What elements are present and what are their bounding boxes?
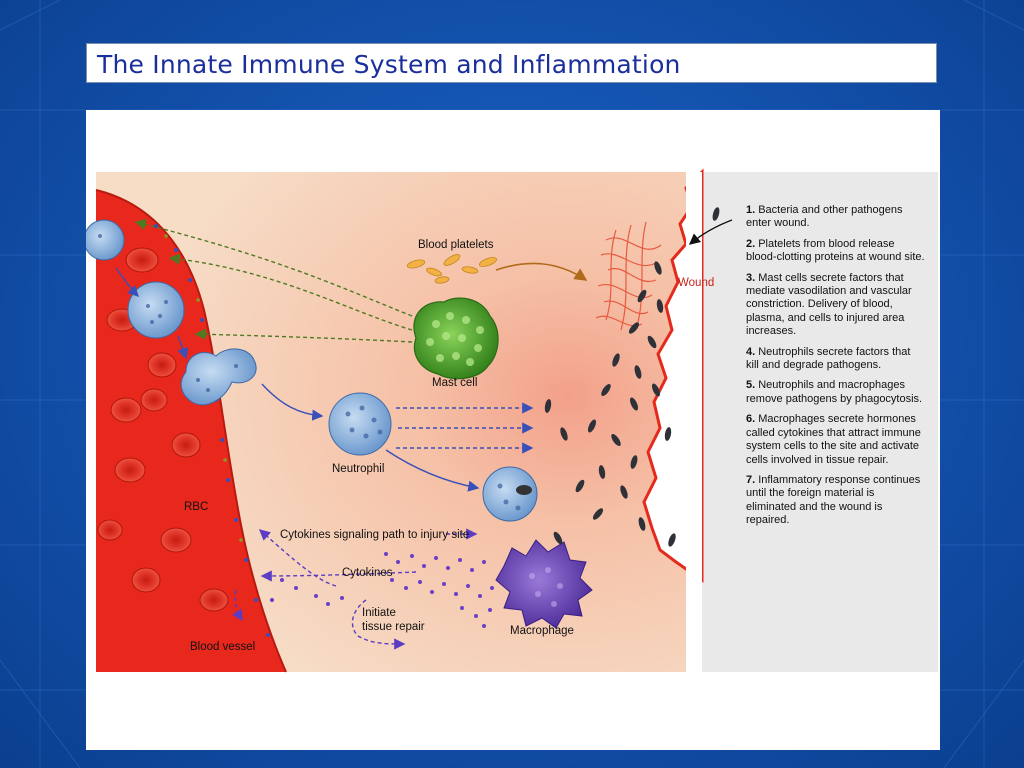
- label-rbc: RBC: [184, 501, 208, 513]
- red-blood-cells: [97, 247, 229, 612]
- step-text: Mast cells secrete factors that mediate …: [746, 271, 912, 338]
- mast-cell-signal-arrows: [134, 218, 413, 343]
- step-text: Platelets from blood release blood-clott…: [746, 237, 925, 264]
- label-mast-cell: Mast cell: [432, 377, 477, 389]
- step-text: Neutrophils and macrophages remove patho…: [746, 379, 923, 405]
- step-item: 3.Mast cells secrete factors that mediat…: [746, 272, 926, 339]
- label-cytokines: Cytokines: [342, 567, 393, 579]
- bacteria: [544, 207, 720, 547]
- migration-arrows: [115, 267, 480, 492]
- neutrophil-secretion-arrows: [396, 402, 534, 454]
- macrophage-cell: [495, 539, 593, 629]
- label-blood-vessel: Blood vessel: [190, 641, 255, 653]
- step-item: 1.Bacteria and other pathogens enter wou…: [746, 204, 926, 231]
- step-number: 3.: [746, 271, 756, 284]
- slide-title-box: The Innate Immune System and Inflammatio…: [86, 43, 937, 83]
- step-number: 1.: [746, 204, 756, 216]
- label-neutrophil: Neutrophil: [332, 463, 384, 475]
- step-number: 6.: [746, 413, 756, 426]
- step-item: 5.Neutrophils and macrophages remove pat…: [746, 379, 926, 406]
- steps-panel: [702, 172, 938, 672]
- step-item: 6.Macrophages secrete hormones called cy…: [746, 413, 926, 467]
- step-text: Macrophages secrete hormones called cyto…: [746, 413, 921, 466]
- bacteria-entry-arrow: [688, 219, 733, 245]
- label-macrophage: Macrophage: [510, 625, 574, 637]
- step-text: Bacteria and other pathogens enter wound…: [746, 204, 903, 230]
- cytokine-arrows: [232, 528, 478, 650]
- label-blood-platelets: Blood platelets: [418, 239, 494, 251]
- step-number: 4.: [746, 345, 756, 358]
- label-wound: Wound: [678, 277, 714, 289]
- mast-cell: [413, 297, 499, 380]
- label-tissue-repair: tissue repair: [362, 621, 425, 633]
- phagocytic-neutrophil: [482, 466, 538, 522]
- step-text: Neutrophils secrete factors that kill an…: [746, 345, 911, 372]
- label-initiate: Initiate: [362, 607, 396, 619]
- figure-panel: Blood platelets Mast cell Neutrophil Wou…: [86, 110, 940, 750]
- step-number: 5.: [746, 379, 756, 392]
- clot-fibers: [595, 221, 662, 331]
- cytokine-particles: [270, 552, 494, 628]
- step-item: 7.Inflammatory response continues until …: [746, 474, 926, 528]
- step-item: 4.Neutrophils secrete factors that kill …: [746, 346, 926, 373]
- step-item: 2.Platelets from blood release blood-clo…: [746, 238, 926, 265]
- step-text: Inflammatory response continues until th…: [746, 473, 921, 527]
- blood-platelets: [406, 254, 497, 284]
- platelet-arrow: [495, 262, 588, 281]
- inflammation-diagram: Blood platelets Mast cell Neutrophil Wou…: [86, 168, 938, 673]
- step-number: 7.: [746, 473, 756, 486]
- slide-title: The Innate Immune System and Inflammatio…: [97, 50, 681, 79]
- vessel-neutrophils: [86, 219, 257, 406]
- step-number: 2.: [746, 237, 756, 250]
- neutrophil-cell: [328, 392, 392, 456]
- label-cytokines-path: Cytokines signaling path to injury site: [280, 529, 469, 541]
- step-list: 1.Bacteria and other pathogens enter wou…: [746, 204, 926, 535]
